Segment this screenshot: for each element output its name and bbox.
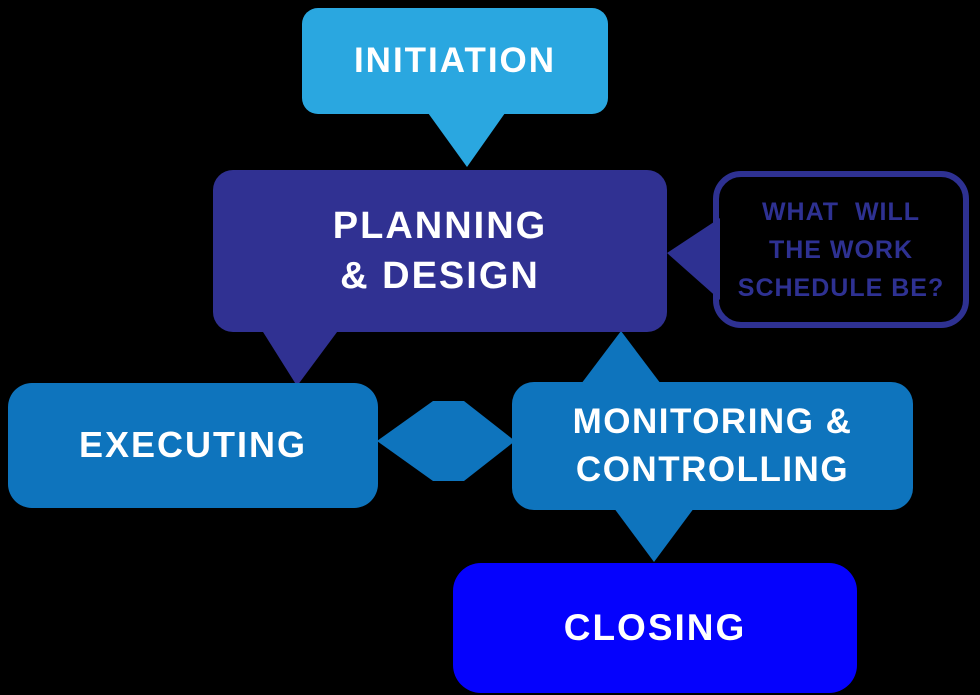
callout-line3: SCHEDULE BE? <box>737 273 945 302</box>
planning-tail-connector <box>258 324 343 386</box>
planning-label-line2: & DESIGN <box>340 255 540 297</box>
node-executing: EXECUTING <box>8 383 378 508</box>
node-initiation: INITIATION <box>302 8 608 114</box>
initiation-label: INITIATION <box>353 41 557 81</box>
callout-line2: THE WORK <box>768 235 914 264</box>
monitoring-label-line1: MONITORING & <box>572 402 853 441</box>
executing-label: EXECUTING <box>78 424 308 466</box>
callout-work-schedule: WHAT WILL THE WORK SCHEDULE BE? <box>713 171 969 328</box>
planning-label-line1: PLANNING <box>332 205 548 247</box>
node-closing: CLOSING <box>453 563 857 693</box>
node-monitoring-controlling: MONITORING & CONTROLLING <box>512 382 913 510</box>
callout-line1: WHAT WILL <box>761 197 921 226</box>
closing-label: CLOSING <box>563 606 747 648</box>
node-planning-design: PLANNING & DESIGN <box>213 170 667 332</box>
monitoring-label-line2: CONTROLLING <box>575 450 850 489</box>
double-headed-arrow-icon <box>377 401 515 481</box>
initiation-tail-connector <box>423 106 510 167</box>
